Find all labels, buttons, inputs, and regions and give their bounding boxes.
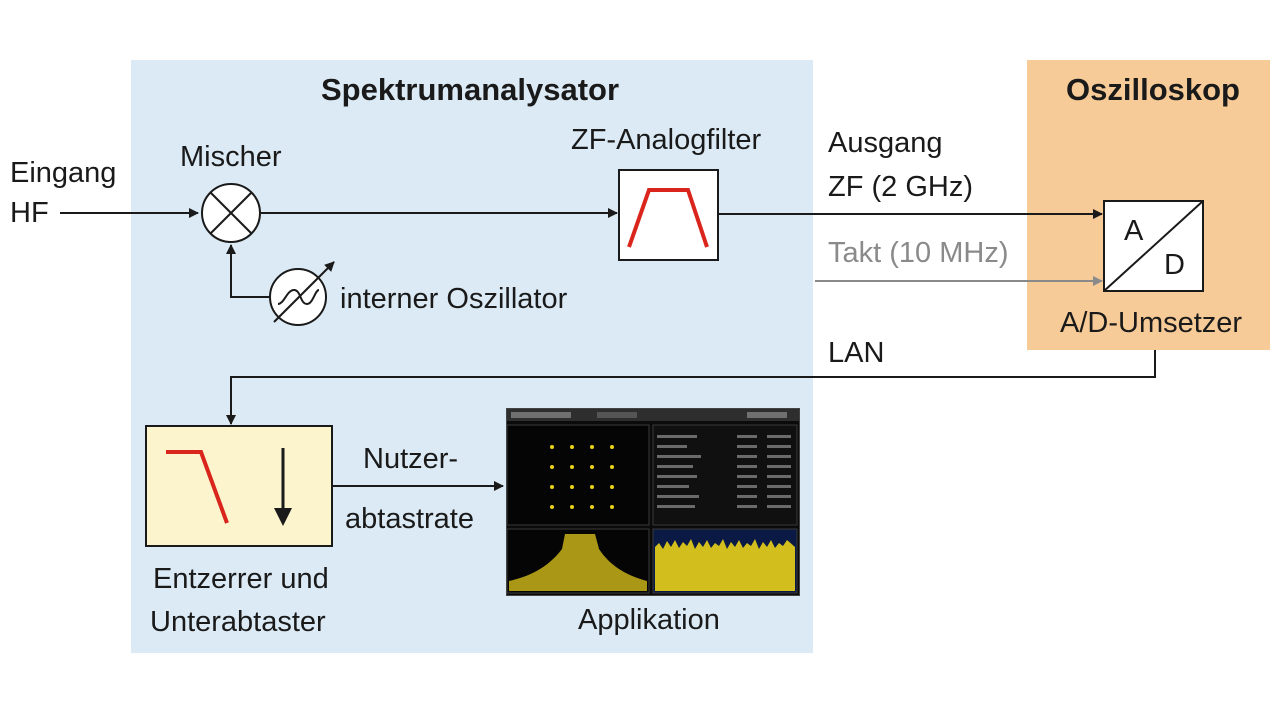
equalizer-block xyxy=(145,425,333,547)
oscilloscope-title: Oszilloskop xyxy=(1066,72,1240,107)
lan-label: LAN xyxy=(828,337,885,369)
lan-arrow xyxy=(226,350,1156,425)
oscillator-icon xyxy=(269,261,335,326)
application-screenshot xyxy=(506,408,800,596)
output-label-line1: Ausgang xyxy=(828,127,943,159)
if-filter-block xyxy=(618,169,719,261)
application-label: Applikation xyxy=(578,604,720,636)
equalizer-label-line2: Unterabtaster xyxy=(150,606,326,638)
input-label-line2: HF xyxy=(10,197,49,229)
mixer-label: Mischer xyxy=(180,141,282,173)
user-rate-label-line2: abtastrate xyxy=(345,503,474,535)
adc-label: A/D-Umsetzer xyxy=(1060,307,1243,339)
spectrum-analyzer-title: Spektrumanalysator xyxy=(321,72,620,107)
oscillator-to-mixer-arrow xyxy=(226,244,270,298)
application-screen-graphic xyxy=(507,409,799,594)
input-label-line1: Eingang xyxy=(10,157,117,189)
adc-block xyxy=(1103,200,1204,292)
clock-label: Takt (10 MHz) xyxy=(828,237,1009,269)
user-rate-label-line1: Nutzer- xyxy=(363,443,459,475)
equalizer-label-line1: Entzerrer und xyxy=(153,563,329,595)
if-filter-label: ZF-Analogfilter xyxy=(571,124,762,156)
output-label-line2: ZF (2 GHz) xyxy=(828,171,973,203)
adc-d-label: D xyxy=(1164,249,1185,281)
mixer-icon xyxy=(201,183,261,243)
adc-a-label: A xyxy=(1124,215,1144,247)
oscillator-label: interner Oszillator xyxy=(340,283,568,315)
